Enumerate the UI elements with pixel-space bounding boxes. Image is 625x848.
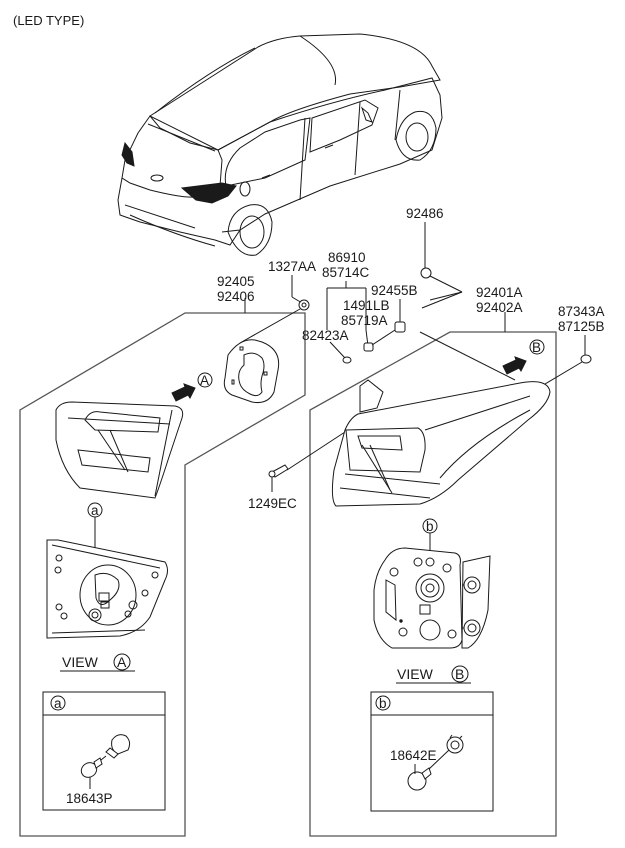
detail-b-header: b (379, 696, 387, 711)
clip-82423A-icon (342, 356, 352, 364)
inner-tail-lamp[interactable] (55, 401, 184, 499)
nut-92486-icon (420, 267, 432, 279)
detail-a-callout[interactable]: a (91, 503, 99, 518)
bulb-socket-b-icon (446, 734, 464, 754)
car-tail-lamp-left (121, 141, 135, 167)
part-label-92455B[interactable]: 92455B (371, 283, 418, 298)
view-b-callout[interactable]: B (532, 340, 541, 355)
view-b-arrow-icon (502, 356, 527, 375)
part-label-86910[interactable]: 86910 (328, 250, 366, 265)
outer-lamp-rear-view (373, 547, 491, 649)
view-b-label: VIEW (397, 666, 434, 682)
bulb-socket-a-icon (105, 734, 131, 759)
lamp-gasket[interactable] (223, 339, 280, 403)
detail-box-a (42, 691, 166, 811)
bulb-b-icon (407, 767, 432, 791)
screw-1249EC-icon (268, 464, 289, 478)
view-a-callout[interactable]: A (200, 373, 209, 388)
part-label-82423A[interactable]: 82423A (302, 328, 349, 343)
view-a-letter: A (117, 654, 127, 670)
right-assembly-frame (309, 312, 557, 837)
part-label-87125B[interactable]: 87125B (558, 319, 605, 334)
bulb-a-icon (80, 757, 103, 778)
screw-92455B-icon (394, 321, 406, 333)
view-a-label: VIEW (62, 654, 99, 670)
detail-box-b (370, 691, 494, 812)
diagram-title: (LED TYPE) (13, 13, 84, 28)
part-label-87343A[interactable]: 87343A (558, 304, 605, 319)
part-label-85714C[interactable]: 85714C (322, 265, 370, 280)
detail-b-callout[interactable]: b (426, 519, 434, 534)
outer-tail-lamp[interactable] (331, 379, 551, 507)
view-b-letter: B (455, 666, 464, 682)
vehicle-illustration (117, 33, 443, 256)
bolt-87343A-icon (580, 354, 592, 364)
part-label-1491LB[interactable]: 1491LB (343, 298, 390, 313)
grommet-85719A-icon (363, 342, 374, 352)
view-a-arrow-icon (171, 383, 196, 402)
part-label-1327AA[interactable]: 1327AA (268, 259, 316, 274)
detail-a-header: a (54, 696, 62, 711)
part-label-18642E[interactable]: 18642E (390, 748, 437, 763)
part-label-92402A[interactable]: 92402A (476, 300, 523, 315)
part-label-85719A[interactable]: 85719A (341, 313, 388, 328)
nut-icon (298, 299, 310, 311)
part-label-92486[interactable]: 92486 (406, 206, 444, 221)
part-label-18643P[interactable]: 18643P (66, 791, 113, 806)
left-assembly-frame (19, 298, 306, 837)
inner-lamp-rear-view (46, 539, 168, 639)
part-label-1249EC[interactable]: 1249EC (248, 496, 297, 511)
car-tail-lamp-right (180, 182, 237, 204)
part-label-92405[interactable]: 92405 (217, 274, 255, 289)
part-label-92401A[interactable]: 92401A (476, 285, 523, 300)
part-label-92406[interactable]: 92406 (217, 289, 255, 304)
